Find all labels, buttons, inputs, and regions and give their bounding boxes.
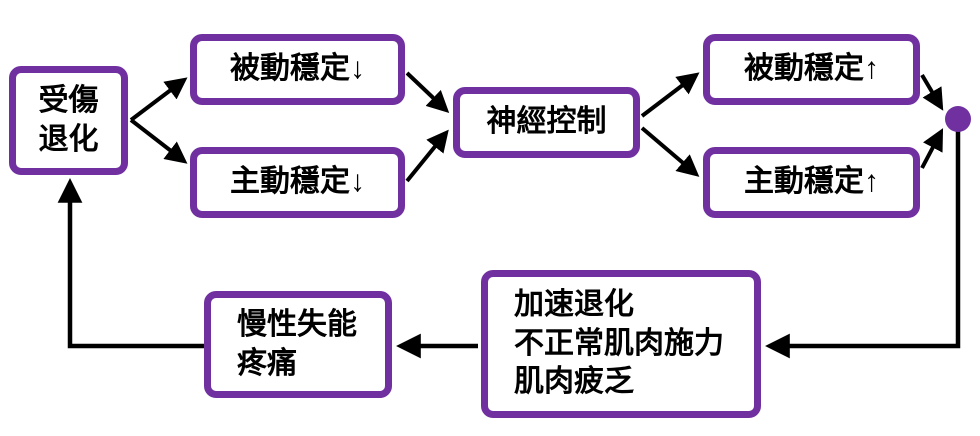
node-injury-line-1: 受傷: [38, 84, 99, 118]
node-passive-stability-down: 被動穩定↓: [190, 34, 405, 105]
arrow-chronic-to-injury: [57, 178, 204, 349]
node-active-stability-up: 主動穩定↑: [703, 147, 920, 218]
node-accelerated-line-1: 加速退化: [514, 288, 634, 322]
arrow-active-up-to-junction: [920, 128, 944, 169]
node-injury-line-2: 退化: [38, 122, 99, 156]
arrow-neural-to-passive-up: [640, 72, 700, 118]
node-active-stability-down-label: 主動穩定↓: [230, 165, 365, 199]
node-chronic-disability-pain: 慢性失能 疼痛: [204, 291, 392, 398]
node-passive-stability-down-label: 被動穩定↓: [230, 52, 365, 86]
node-neural-control-label: 神經控制: [486, 105, 607, 139]
node-accelerated-line-3: 肌肉疲乏: [514, 365, 634, 399]
node-accelerated-degeneration: 加速退化 不正常肌肉施力 肌肉疲乏: [481, 270, 761, 418]
junction-dot: [945, 106, 971, 132]
node-passive-stability-up: 被動穩定↑: [703, 34, 920, 105]
node-accelerated-line-2: 不正常肌肉施力: [514, 326, 724, 360]
node-chronic-line-1: 慢性失能: [237, 308, 357, 342]
arrow-passive-up-to-junction: [920, 73, 944, 111]
node-passive-stability-up-label: 被動穩定↑: [744, 52, 879, 86]
node-active-stability-up-label: 主動穩定↑: [744, 165, 879, 199]
node-active-stability-down: 主動穩定↓: [190, 147, 405, 218]
node-injury: 受傷 退化: [9, 66, 128, 175]
arrow-junction-to-accelerated: [765, 130, 961, 359]
arrow-active-down-to-neural: [405, 129, 449, 183]
arrow-neural-to-active-up: [640, 126, 700, 177]
node-neural-control: 神經控制: [453, 87, 640, 158]
arrow-injury-to-passive-down: [129, 77, 188, 122]
arrow-injury-to-active-down: [129, 118, 188, 164]
arrow-passive-down-to-neural: [405, 71, 450, 114]
node-chronic-line-2: 疼痛: [237, 346, 297, 380]
